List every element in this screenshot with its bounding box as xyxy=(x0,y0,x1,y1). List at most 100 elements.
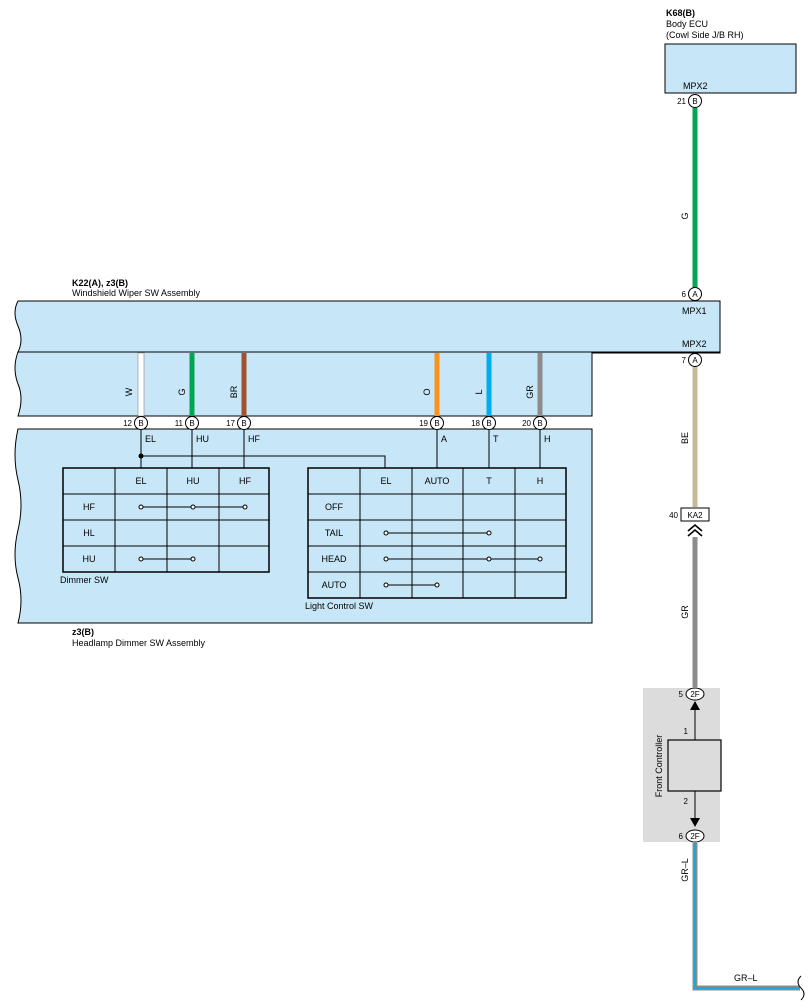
wiper-pin-6: A 6 xyxy=(682,287,702,301)
mpx2-label: MPX2 xyxy=(682,339,707,349)
connector-ka2: KA2 40 xyxy=(669,507,710,522)
svg-text:B: B xyxy=(692,97,697,106)
svg-text:18: 18 xyxy=(471,419,480,428)
body-ecu-sub: (Cowl Side J/B RH) xyxy=(666,30,744,40)
pin-17: B 17 xyxy=(226,416,251,430)
signal-hf: HF xyxy=(248,434,260,444)
wiper-assy-lower-band xyxy=(14,351,721,417)
svg-text:40: 40 xyxy=(669,511,678,520)
svg-text:G: G xyxy=(177,388,187,395)
svg-text:B: B xyxy=(434,419,439,428)
dimmer-hdr-hu: HU xyxy=(187,476,200,486)
vertical-wire-o: O xyxy=(422,353,440,416)
front-term1: 1 xyxy=(684,727,689,736)
light-sw-table: EL AUTO T H OFF TAIL HEAD AUTO xyxy=(307,467,567,599)
light-continuity-tail xyxy=(383,530,492,536)
svg-text:2F: 2F xyxy=(690,690,699,699)
pin-11: B 11 xyxy=(175,416,199,430)
light-row-head: HEAD xyxy=(321,554,347,564)
svg-text:2F: 2F xyxy=(690,832,699,841)
light-hdr-t: T xyxy=(486,476,492,486)
svg-text:6: 6 xyxy=(679,832,684,841)
body-ecu-pin-label: MPX2 xyxy=(683,81,708,91)
headlamp-assy-name: Headlamp Dimmer SW Assembly xyxy=(72,638,206,648)
front-controller-box xyxy=(667,739,722,792)
pin-12: B 12 xyxy=(123,416,148,430)
svg-text:20: 20 xyxy=(522,419,531,428)
light-continuity-head xyxy=(383,556,543,562)
svg-text:B: B xyxy=(537,419,542,428)
vertical-wire-g: G xyxy=(177,353,195,416)
light-row-tail: TAIL xyxy=(325,528,343,538)
front-pin-6: 2F 6 xyxy=(679,829,705,843)
svg-text:B: B xyxy=(189,419,194,428)
dimmer-continuity-hf xyxy=(138,504,248,510)
svg-text:GR: GR xyxy=(525,385,535,399)
wire-grl-h-label: GR–L xyxy=(734,973,758,983)
pin-20: B 20 xyxy=(522,416,547,430)
light-hdr-el: EL xyxy=(380,476,391,486)
dimmer-continuity-hu xyxy=(138,556,196,562)
arrow-up-icon xyxy=(690,701,700,710)
light-row-auto: AUTO xyxy=(322,580,347,590)
svg-text:5: 5 xyxy=(679,690,684,699)
internal-wiring xyxy=(140,430,541,468)
break-mark-icon xyxy=(797,975,805,1001)
signal-h: H xyxy=(544,434,551,444)
dimmer-row-hf: HF xyxy=(83,502,95,512)
wire-grl-v-label: GR–L xyxy=(680,858,690,882)
dimmer-row-hl: HL xyxy=(83,528,95,538)
chevron-connector-icon xyxy=(687,523,703,537)
vertical-wire-l: L xyxy=(474,353,492,416)
mpx1-label: MPX1 xyxy=(682,306,707,316)
front-pin-5: 2F 5 xyxy=(679,687,705,701)
signal-a: A xyxy=(441,434,447,444)
body-ecu-name: Body ECU xyxy=(666,19,708,29)
svg-text:W: W xyxy=(124,387,134,396)
signal-el: EL xyxy=(145,434,156,444)
dimmer-row-hu: HU xyxy=(83,554,96,564)
body-ecu-code: K68(B) xyxy=(666,8,695,18)
light-row-off: OFF xyxy=(325,502,343,512)
light-sw-caption: Light Control SW xyxy=(305,601,374,611)
svg-text:21: 21 xyxy=(677,97,686,106)
front-controller-label: Front Controller xyxy=(654,735,664,798)
svg-text:7: 7 xyxy=(682,356,687,365)
svg-text:12: 12 xyxy=(123,419,132,428)
dimmer-hdr-hf: HF xyxy=(239,476,251,486)
wiper-pin-7: A 7 xyxy=(682,353,702,367)
svg-text:6: 6 xyxy=(682,290,687,299)
signal-t: T xyxy=(493,434,499,444)
light-hdr-h: H xyxy=(537,476,544,486)
light-continuity-auto xyxy=(383,582,440,588)
vertical-wire-gr: GR xyxy=(525,353,543,416)
svg-text:O: O xyxy=(422,388,432,395)
vertical-wire-br: BR xyxy=(229,353,247,416)
svg-text:BR: BR xyxy=(229,385,239,398)
svg-text:17: 17 xyxy=(226,419,235,428)
svg-text:19: 19 xyxy=(419,419,428,428)
dimmer-sw-table: EL HU HF HF HL HU xyxy=(62,467,270,573)
headlamp-assy-code: z3(B) xyxy=(72,627,94,637)
light-hdr-auto: AUTO xyxy=(425,476,450,486)
dimmer-sw-caption: Dimmer SW xyxy=(60,575,109,585)
svg-text:L: L xyxy=(474,389,484,394)
pin-19: B 19 xyxy=(419,416,444,430)
arrow-down-icon xyxy=(690,818,700,827)
svg-text:KA2: KA2 xyxy=(687,511,703,520)
svg-text:A: A xyxy=(692,356,698,365)
front-term2: 2 xyxy=(684,797,689,806)
body-ecu-box xyxy=(664,43,797,94)
svg-text:B: B xyxy=(138,419,143,428)
wire-gr-label: GR xyxy=(680,605,690,619)
svg-text:B: B xyxy=(241,419,246,428)
svg-text:11: 11 xyxy=(175,419,184,428)
signal-hu: HU xyxy=(196,434,209,444)
pin-18: B 18 xyxy=(471,416,496,430)
wiper-assy-top-band xyxy=(14,300,721,353)
svg-text:A: A xyxy=(692,290,698,299)
wire-be-label: BE xyxy=(680,432,690,444)
dimmer-hdr-el: EL xyxy=(135,476,146,486)
svg-text:B: B xyxy=(486,419,491,428)
